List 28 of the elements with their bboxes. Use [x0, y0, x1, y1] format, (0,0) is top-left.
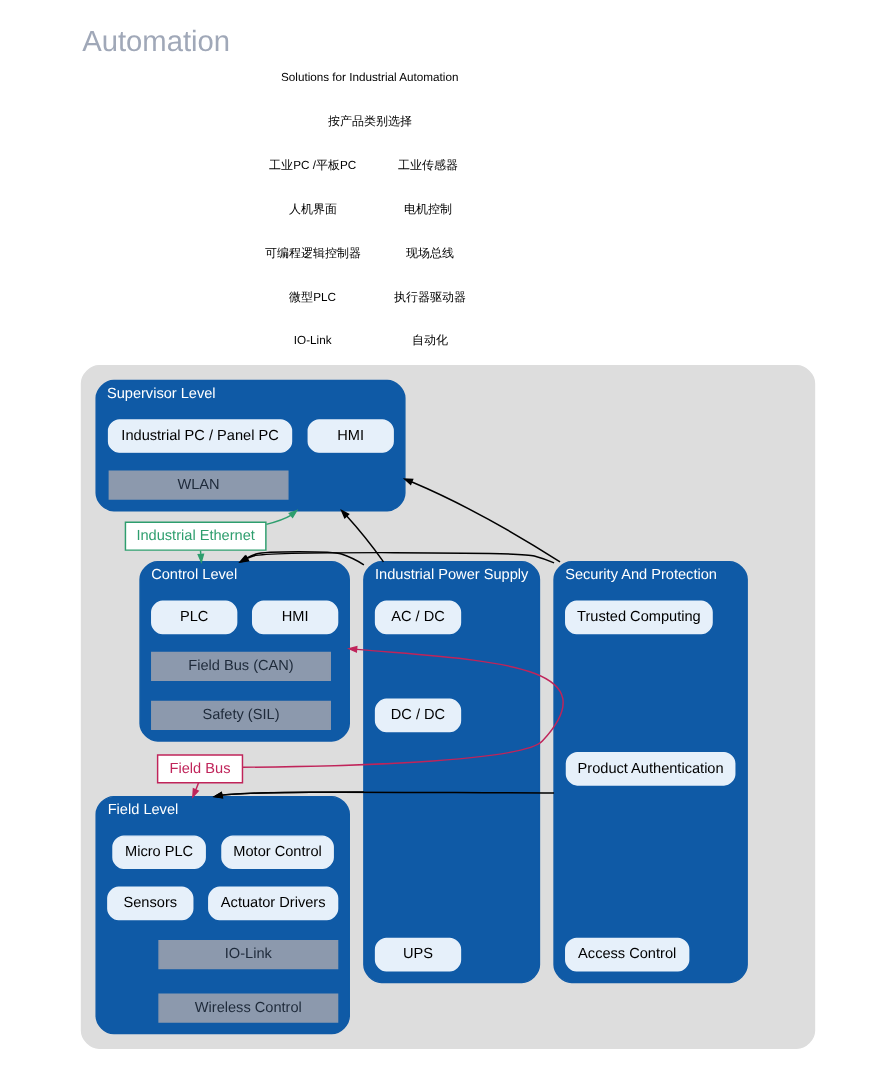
node-box: HMI: [251, 600, 338, 635]
node-box: IO-Link: [157, 940, 338, 970]
node-box: Field Bus (CAN): [150, 651, 330, 682]
node-box: Trusted Computing: [564, 600, 712, 635]
arrow: [264, 509, 298, 526]
node-box: WLAN: [107, 470, 288, 500]
node-box: PLC: [150, 600, 237, 635]
arrow: [339, 509, 384, 563]
node-box: Wireless Control: [157, 993, 338, 1023]
arrow: [401, 478, 560, 563]
node-box: Actuator Drivers: [207, 886, 338, 921]
diagram-title: Automation: [81, 27, 230, 60]
node-box: Sensors: [106, 886, 193, 921]
arrow: [211, 791, 554, 799]
node-box: DC / DC: [373, 698, 461, 733]
node-box: Access Control: [564, 937, 689, 972]
node-box: UPS: [373, 937, 461, 972]
arrow: [241, 645, 563, 768]
node-box: Industrial PC / Panel PC: [106, 419, 292, 453]
node-box: Field Bus: [155, 754, 243, 784]
node-box: AC / DC: [373, 600, 461, 635]
node-box: Industrial Ethernet: [123, 521, 266, 551]
node-box: Product Authentication: [564, 752, 735, 786]
cluster: [79, 365, 815, 1049]
node-box: Safety (SIL): [150, 700, 330, 731]
node-box: HMI: [306, 419, 393, 453]
node-box: Motor Control: [220, 835, 333, 870]
node-box: Micro PLC: [111, 835, 205, 870]
